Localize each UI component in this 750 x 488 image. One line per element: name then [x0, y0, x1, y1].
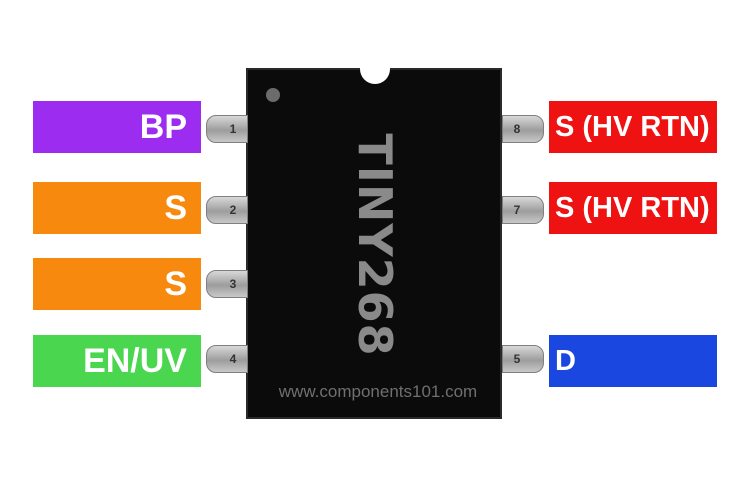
pin-label-8: S (HV RTN) [549, 101, 717, 153]
pin-7-lead: 7 [502, 196, 544, 224]
pin-4-lead: 4 [206, 345, 248, 373]
pin-5-lead: 5 [502, 345, 544, 373]
pin-8-lead: 8 [502, 115, 544, 143]
pin-number-5: 5 [513, 352, 521, 366]
pin-number-3: 3 [229, 277, 237, 291]
pin-3-lead: 3 [206, 270, 248, 298]
chip-part-number: TINY268 [348, 133, 402, 357]
pin-number-1: 1 [229, 122, 237, 136]
pin-number-2: 2 [229, 203, 237, 217]
pin-label-5: D [549, 335, 717, 387]
pin-number-4: 4 [229, 352, 237, 366]
pin-label-4: EN/UV [33, 335, 201, 387]
pin-label-2: S [33, 182, 201, 234]
pin-label-3: S [33, 258, 201, 310]
pin1-indicator-dot [266, 88, 280, 102]
ic-body [246, 68, 502, 419]
orientation-notch [360, 66, 390, 84]
pin-label-7: S (HV RTN) [549, 182, 717, 234]
website-watermark: www.components101.com [278, 382, 478, 401]
pin-1-lead: 1 [206, 115, 248, 143]
pin-2-lead: 2 [206, 196, 248, 224]
pin-number-7: 7 [513, 203, 521, 217]
pin-label-1: BP [33, 101, 201, 153]
pin-number-8: 8 [513, 122, 521, 136]
